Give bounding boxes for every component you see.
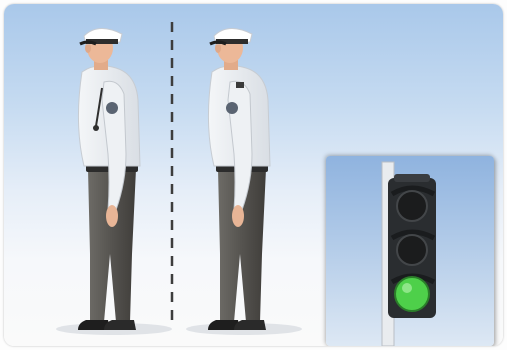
yellow-lamp	[397, 235, 427, 265]
illustration-card	[4, 4, 503, 346]
officer-figure-right	[208, 28, 270, 330]
traffic-light-inset	[326, 156, 494, 346]
red-lamp	[397, 191, 427, 221]
traffic-light-icon	[326, 156, 494, 346]
green-lamp-lit	[395, 277, 429, 311]
officer-figure-left	[78, 28, 140, 330]
